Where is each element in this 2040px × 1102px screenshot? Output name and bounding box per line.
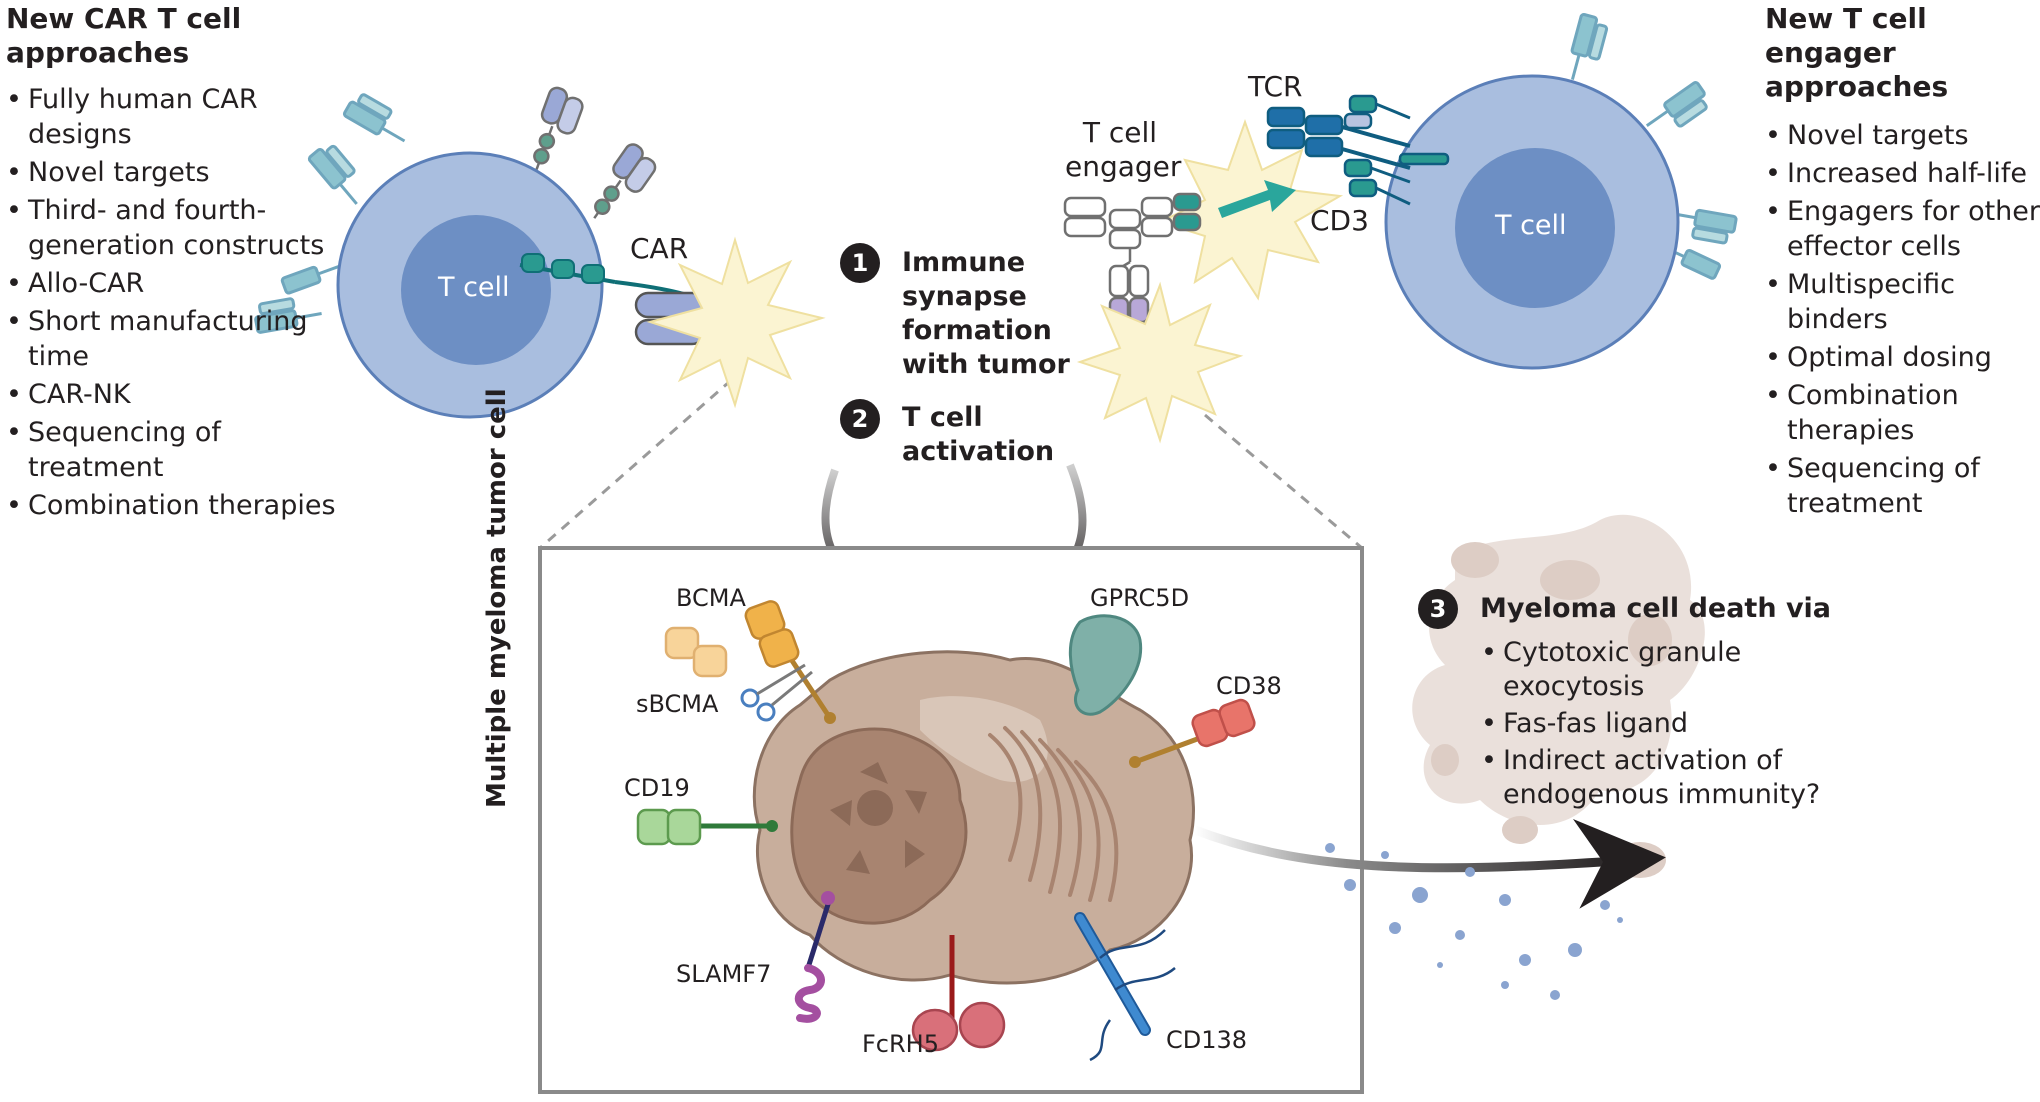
engager-t-cell-nucleus	[1455, 148, 1615, 308]
debris-particles	[1325, 843, 1623, 1000]
synapse-burst-upper-right	[1157, 119, 1344, 301]
tumor-golgi-region	[920, 696, 1048, 782]
cd138-marker	[1074, 912, 1176, 1062]
car-constructs-top	[533, 86, 657, 219]
step-2-text: T cell activation	[902, 402, 1055, 467]
cd38-marker	[1129, 698, 1256, 768]
engager-t-cell-label: T cell	[1495, 210, 1567, 241]
list-item: Combination therapies	[1765, 378, 2040, 448]
cd19-marker	[636, 808, 778, 846]
cd138-label: CD138	[1166, 1026, 1248, 1054]
car-t-approaches-panel: New CAR T cell approaches Fully human CA…	[6, 2, 336, 526]
car-t-cell-nucleus	[401, 215, 551, 365]
list-item: Allo-CAR	[6, 266, 336, 301]
engager-approaches-panel: New T cell engager approaches Novel targ…	[1765, 2, 2040, 524]
zoom-line-left	[539, 366, 746, 550]
car-label: CAR	[630, 232, 689, 265]
cell-death-mechanisms-list: Cytotoxic granule exocytosis Fas-fas lig…	[1481, 636, 1881, 812]
step-2-badge: 2	[840, 399, 880, 439]
list-item: Multispecific binders	[1765, 267, 2040, 337]
list-item: Cytotoxic granule exocytosis	[1481, 636, 1881, 704]
list-item: CAR-NK	[6, 377, 336, 412]
tcr-cd3-complex	[1266, 94, 1450, 206]
cd19-label: CD19	[624, 774, 690, 802]
list-item: Novel targets	[1765, 118, 2040, 153]
engager-molecule	[1063, 192, 1202, 324]
bcma-label: BCMA	[676, 584, 746, 612]
tumor-cell-label: Multiple myeloma tumor cell	[482, 388, 512, 808]
list-item: Third- and fourth-generation constructs	[6, 193, 336, 263]
gprc5d-marker	[1068, 614, 1143, 716]
myeloma-tumor-cell	[752, 650, 1195, 985]
engager-approaches-list: Novel targets Increased half-life Engage…	[1765, 118, 2040, 521]
synapse-burst-lower-right	[1076, 281, 1244, 444]
step-1-text: Immune synapse formation with tumor	[902, 247, 1070, 380]
list-item: Novel targets	[6, 155, 336, 190]
tcr-label: TCR	[1248, 70, 1303, 103]
list-item: Increased half-life	[1765, 156, 2040, 191]
gprc5d-label: GPRC5D	[1090, 584, 1190, 612]
membrane-receptors-right	[1570, 13, 1738, 280]
car-t-approaches-title: New CAR T cell approaches	[6, 2, 242, 69]
engager-binding-arrow	[1218, 180, 1296, 218]
car-t-cell-label: T cell	[438, 272, 510, 303]
car-t-cell	[254, 86, 826, 419]
nucleus-chromatin	[830, 762, 927, 874]
endoplasmic-reticulum	[988, 726, 1119, 902]
fcrh5-label: FcRH5	[862, 1030, 939, 1058]
list-item: Sequencing of treatment	[6, 415, 336, 485]
step-3-text: Myeloma cell death via	[1480, 593, 1832, 624]
synapse-burst-left	[646, 236, 826, 409]
step-1-badge: 1	[840, 243, 880, 283]
list-item: Optimal dosing	[1765, 340, 2040, 375]
scissors-icon	[740, 663, 813, 722]
list-item: Engagers for other effector cells	[1765, 194, 2040, 264]
list-item: Fully human CAR designs	[6, 82, 336, 152]
engager-approaches-title: New T cell engager approaches	[1765, 2, 1949, 103]
list-item: Indirect activation of endogenous immuni…	[1481, 744, 1881, 812]
cell-death-mechanisms: Cytotoxic granule exocytosis Fas-fas lig…	[1481, 636, 1881, 815]
step-3-badge: 3	[1418, 589, 1458, 629]
list-item: Short manufacturing time	[6, 304, 336, 374]
engager-label: T cell engager	[1065, 116, 1182, 183]
bcma-marker	[744, 600, 836, 724]
sbcma-marker	[664, 626, 728, 678]
tumor-nucleus	[790, 727, 968, 925]
cell-death-arrow	[1193, 818, 1666, 909]
list-item: Sequencing of treatment	[1765, 451, 2040, 521]
list-item: Combination therapies	[6, 488, 336, 523]
cd3-label: CD3	[1310, 204, 1369, 237]
engager-t-cell	[1063, 13, 1738, 444]
sbcma-label: sBCMA	[636, 690, 719, 718]
car-t-approaches-list: Fully human CAR designs Novel targets Th…	[6, 82, 336, 523]
list-item: Fas-fas ligand	[1481, 707, 1881, 741]
fcrh5-marker	[911, 935, 1006, 1052]
slamf7-label: SLAMF7	[676, 960, 772, 988]
zoom-line-right	[1204, 413, 1363, 550]
slamf7-marker	[794, 891, 835, 1023]
cd38-label: CD38	[1216, 672, 1282, 700]
